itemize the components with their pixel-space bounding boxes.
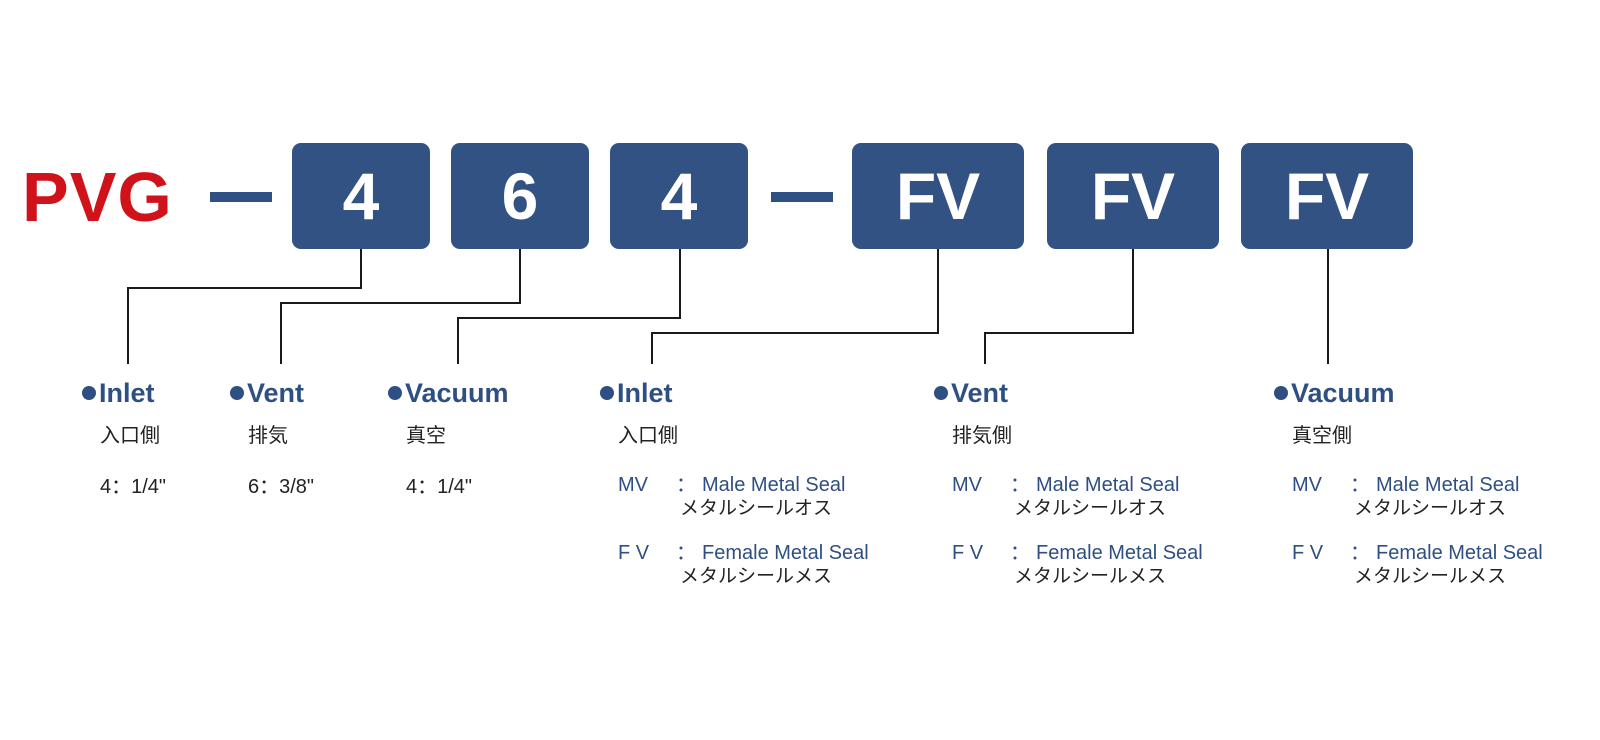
bullet-icon [230, 386, 244, 400]
option-separator: ： [1010, 474, 1030, 496]
field-inlet-fitting: Inlet 入口側 MV ： Male Metal Seal メタルシールオス F … [600, 377, 869, 587]
field-title: Vacuum [388, 377, 509, 409]
field-title: Vent [230, 377, 304, 409]
field-size-value: 6：3/8" [248, 476, 315, 498]
field-jp-label: 入口側 [618, 423, 678, 447]
bullet-icon [388, 386, 402, 400]
bullet-icon [82, 386, 96, 400]
field-title-text: Vent [951, 378, 1009, 408]
field-title-text: Inlet [617, 378, 673, 408]
bullet-icon [1274, 386, 1288, 400]
code-box-inlet-size: 4 [292, 143, 430, 249]
field-vent-fitting: Vent 排気側 MV ： Male Metal Seal メタルシールオス F V… [934, 377, 1203, 587]
code-box-vent-fitting: FV [1047, 143, 1219, 249]
field-title-text: Inlet [99, 378, 155, 408]
fitting-option-female: F V ： Female Metal Seal メタルシールメス [618, 536, 869, 587]
option-code: MV [1292, 474, 1322, 496]
option-jp-name: メタルシールメス [1354, 565, 1507, 587]
code-box-vacuum-fitting: FV [1241, 143, 1413, 249]
option-name: Male Metal Seal [1376, 474, 1520, 496]
option-jp-name: メタルシールオス [680, 497, 833, 519]
connector-line-inlet-fitting [651, 249, 939, 364]
option-jp-name: メタルシールメス [1014, 565, 1167, 587]
option-code: MV [952, 474, 982, 496]
bullet-icon [600, 386, 614, 400]
fitting-option-male: MV ： Male Metal Seal メタルシールオス [1292, 468, 1520, 519]
field-vacuum-fitting: Vacuum 真空側 MV ： Male Metal Seal メタルシールオス F… [1274, 377, 1543, 587]
field-jp-label: 入口側 [100, 423, 160, 447]
field-jp-label: 排気 [248, 423, 288, 447]
option-separator: ： [676, 474, 696, 496]
connector-line-inlet-size [127, 249, 362, 364]
option-code: F V [952, 542, 984, 564]
connector-line-vacuum-size [457, 249, 681, 364]
field-title: Inlet [600, 377, 673, 409]
code-box-vent-size: 6 [451, 143, 589, 249]
field-size-value: 4：1/4" [100, 476, 167, 498]
option-code: MV [618, 474, 648, 496]
field-inlet-size: Inlet 入口側 4：1/4" [82, 377, 166, 498]
option-separator: ： [1350, 542, 1370, 564]
code-box-vacuum-size: 4 [610, 143, 748, 249]
field-title: Vacuum [1274, 377, 1395, 409]
option-name: Male Metal Seal [1036, 474, 1180, 496]
connector-line-vent-size [280, 249, 521, 364]
option-code: F V [618, 542, 650, 564]
option-separator: ： [1010, 542, 1030, 564]
field-jp-label: 真空側 [1292, 423, 1352, 447]
option-name: Female Metal Seal [702, 542, 869, 564]
option-jp-name: メタルシールオス [1354, 497, 1507, 519]
separator-dash [210, 192, 272, 202]
option-code: F V [1292, 542, 1324, 564]
fitting-option-female: F V ： Female Metal Seal メタルシールメス [1292, 536, 1543, 587]
option-name: Female Metal Seal [1036, 542, 1203, 564]
field-vent-size: Vent 排気 6：3/8" [230, 377, 314, 498]
field-jp-label: 真空 [406, 423, 446, 447]
field-title-text: Vent [247, 378, 305, 408]
field-jp-label: 排気側 [952, 423, 1012, 447]
field-title: Inlet [82, 377, 155, 409]
option-jp-name: メタルシールメス [680, 565, 833, 587]
option-name: Female Metal Seal [1376, 542, 1543, 564]
option-jp-name: メタルシールオス [1014, 497, 1167, 519]
option-name: Male Metal Seal [702, 474, 846, 496]
option-separator: ： [676, 542, 696, 564]
model-prefix: PVG [22, 158, 173, 236]
bullet-icon [934, 386, 948, 400]
connector-line-vent-fitting [984, 249, 1134, 364]
field-title-text: Vacuum [1291, 378, 1395, 408]
fitting-option-male: MV ： Male Metal Seal メタルシールオス [952, 468, 1180, 519]
field-title: Vent [934, 377, 1008, 409]
field-title-text: Vacuum [405, 378, 509, 408]
separator-dash [771, 192, 833, 202]
fitting-option-male: MV ： Male Metal Seal メタルシールオス [618, 468, 846, 519]
option-separator: ： [1350, 474, 1370, 496]
code-box-inlet-fitting: FV [852, 143, 1024, 249]
field-size-value: 4：1/4" [406, 476, 473, 498]
field-vacuum-size: Vacuum 真空 4：1/4" [388, 377, 509, 498]
fitting-option-female: F V ： Female Metal Seal メタルシールメス [952, 536, 1203, 587]
